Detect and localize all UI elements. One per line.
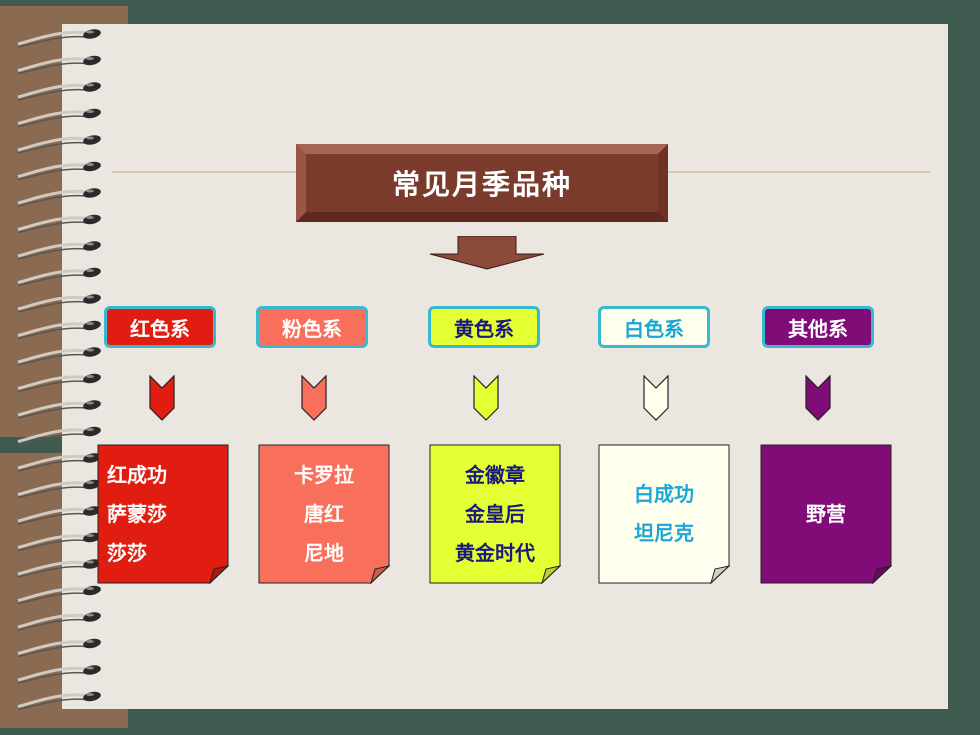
- variety-list: 卡罗拉唐红尼地: [258, 444, 390, 584]
- variety-name: 白成功: [634, 482, 694, 506]
- variety-list: 红成功萨蒙莎莎莎: [97, 444, 229, 584]
- variety-name: 金徽章: [465, 462, 525, 487]
- spiral-ring: [17, 506, 101, 525]
- variety-card: 野营: [760, 444, 892, 584]
- variety-card: 白成功坦尼克: [598, 444, 730, 584]
- variety-name: 莎莎: [107, 540, 147, 565]
- variety-name: 坦尼克: [634, 521, 694, 545]
- spiral-ring: [17, 241, 101, 260]
- variety-name: 萨蒙莎: [107, 501, 167, 526]
- title-bevel: [296, 144, 668, 222]
- variety-name: 野营: [806, 501, 846, 526]
- spiral-ring: [17, 612, 101, 631]
- spiral-ring: [17, 665, 101, 684]
- spiral-ring: [17, 108, 101, 128]
- spiral-ring: [17, 400, 101, 419]
- variety-name: 金皇后: [465, 501, 525, 526]
- category-label: 黄色系: [454, 316, 514, 341]
- spiral-ring: [17, 135, 101, 154]
- category-label: 白色系: [624, 316, 684, 341]
- variety-list: 野营: [760, 444, 892, 584]
- spiral-ring: [17, 532, 101, 552]
- variety-list: 白成功坦尼克: [598, 444, 730, 584]
- diagram-title-box: 常见月季品种: [296, 144, 668, 222]
- category-label: 粉色系: [282, 316, 342, 341]
- spiral-ring: [17, 82, 101, 101]
- chevron-down-icon: [149, 374, 175, 421]
- spiral-ring: [17, 453, 101, 472]
- chevron-down-icon: [805, 374, 831, 421]
- chevron-down-icon: [301, 374, 327, 421]
- category-box: 红色系: [104, 306, 216, 348]
- chevron-down-icon: [473, 374, 499, 421]
- note-card-shape: [258, 444, 390, 584]
- spiral-ring: [17, 347, 101, 366]
- diagram-title: 常见月季品种: [391, 168, 572, 201]
- spiral-ring: [17, 267, 101, 287]
- spiral-ring: [17, 188, 101, 207]
- spiral-ring: [17, 559, 101, 578]
- spiral-ring: [17, 691, 101, 711]
- category-box: 白色系: [598, 306, 710, 348]
- note-card-shape: [429, 444, 561, 584]
- variety-list: 金徽章金皇后黄金时代: [429, 444, 561, 584]
- notebook-page: [62, 24, 948, 709]
- variety-card: 卡罗拉唐红尼地: [258, 444, 390, 584]
- spiral-ring: [17, 214, 101, 234]
- down-arrow-icon: [429, 236, 545, 270]
- spiral-ring: [17, 373, 101, 393]
- spiral-ring: [17, 479, 101, 499]
- variety-name: 红成功: [107, 462, 167, 487]
- title-rule-left: [112, 171, 296, 173]
- spiral-ring: [17, 55, 101, 75]
- variety-card: 金徽章金皇后黄金时代: [429, 444, 561, 584]
- category-box: 其他系: [762, 306, 874, 348]
- note-card-shape: [97, 444, 229, 584]
- category-box: 粉色系: [256, 306, 368, 348]
- spiral-ring: [17, 585, 101, 605]
- title-rule-right: [668, 171, 930, 173]
- spiral-ring: [17, 320, 101, 340]
- note-card-shape: [598, 444, 730, 584]
- category-label: 红色系: [130, 316, 190, 341]
- variety-name: 唐红: [304, 501, 344, 526]
- variety-name: 卡罗拉: [294, 462, 354, 487]
- variety-name: 黄金时代: [455, 540, 535, 565]
- spiral-ring: [17, 638, 101, 658]
- category-box: 黄色系: [428, 306, 540, 348]
- spiral-ring: [17, 426, 101, 446]
- note-card-shape: [760, 444, 892, 584]
- category-label: 其他系: [788, 316, 848, 341]
- spiral-ring: [17, 161, 101, 181]
- chevron-down-icon: [643, 374, 669, 421]
- spiral-binding: [17, 29, 101, 711]
- variety-card: 红成功萨蒙莎莎莎: [97, 444, 229, 584]
- variety-name: 尼地: [304, 540, 344, 565]
- spiral-ring: [17, 29, 101, 48]
- spiral-ring: [17, 294, 101, 313]
